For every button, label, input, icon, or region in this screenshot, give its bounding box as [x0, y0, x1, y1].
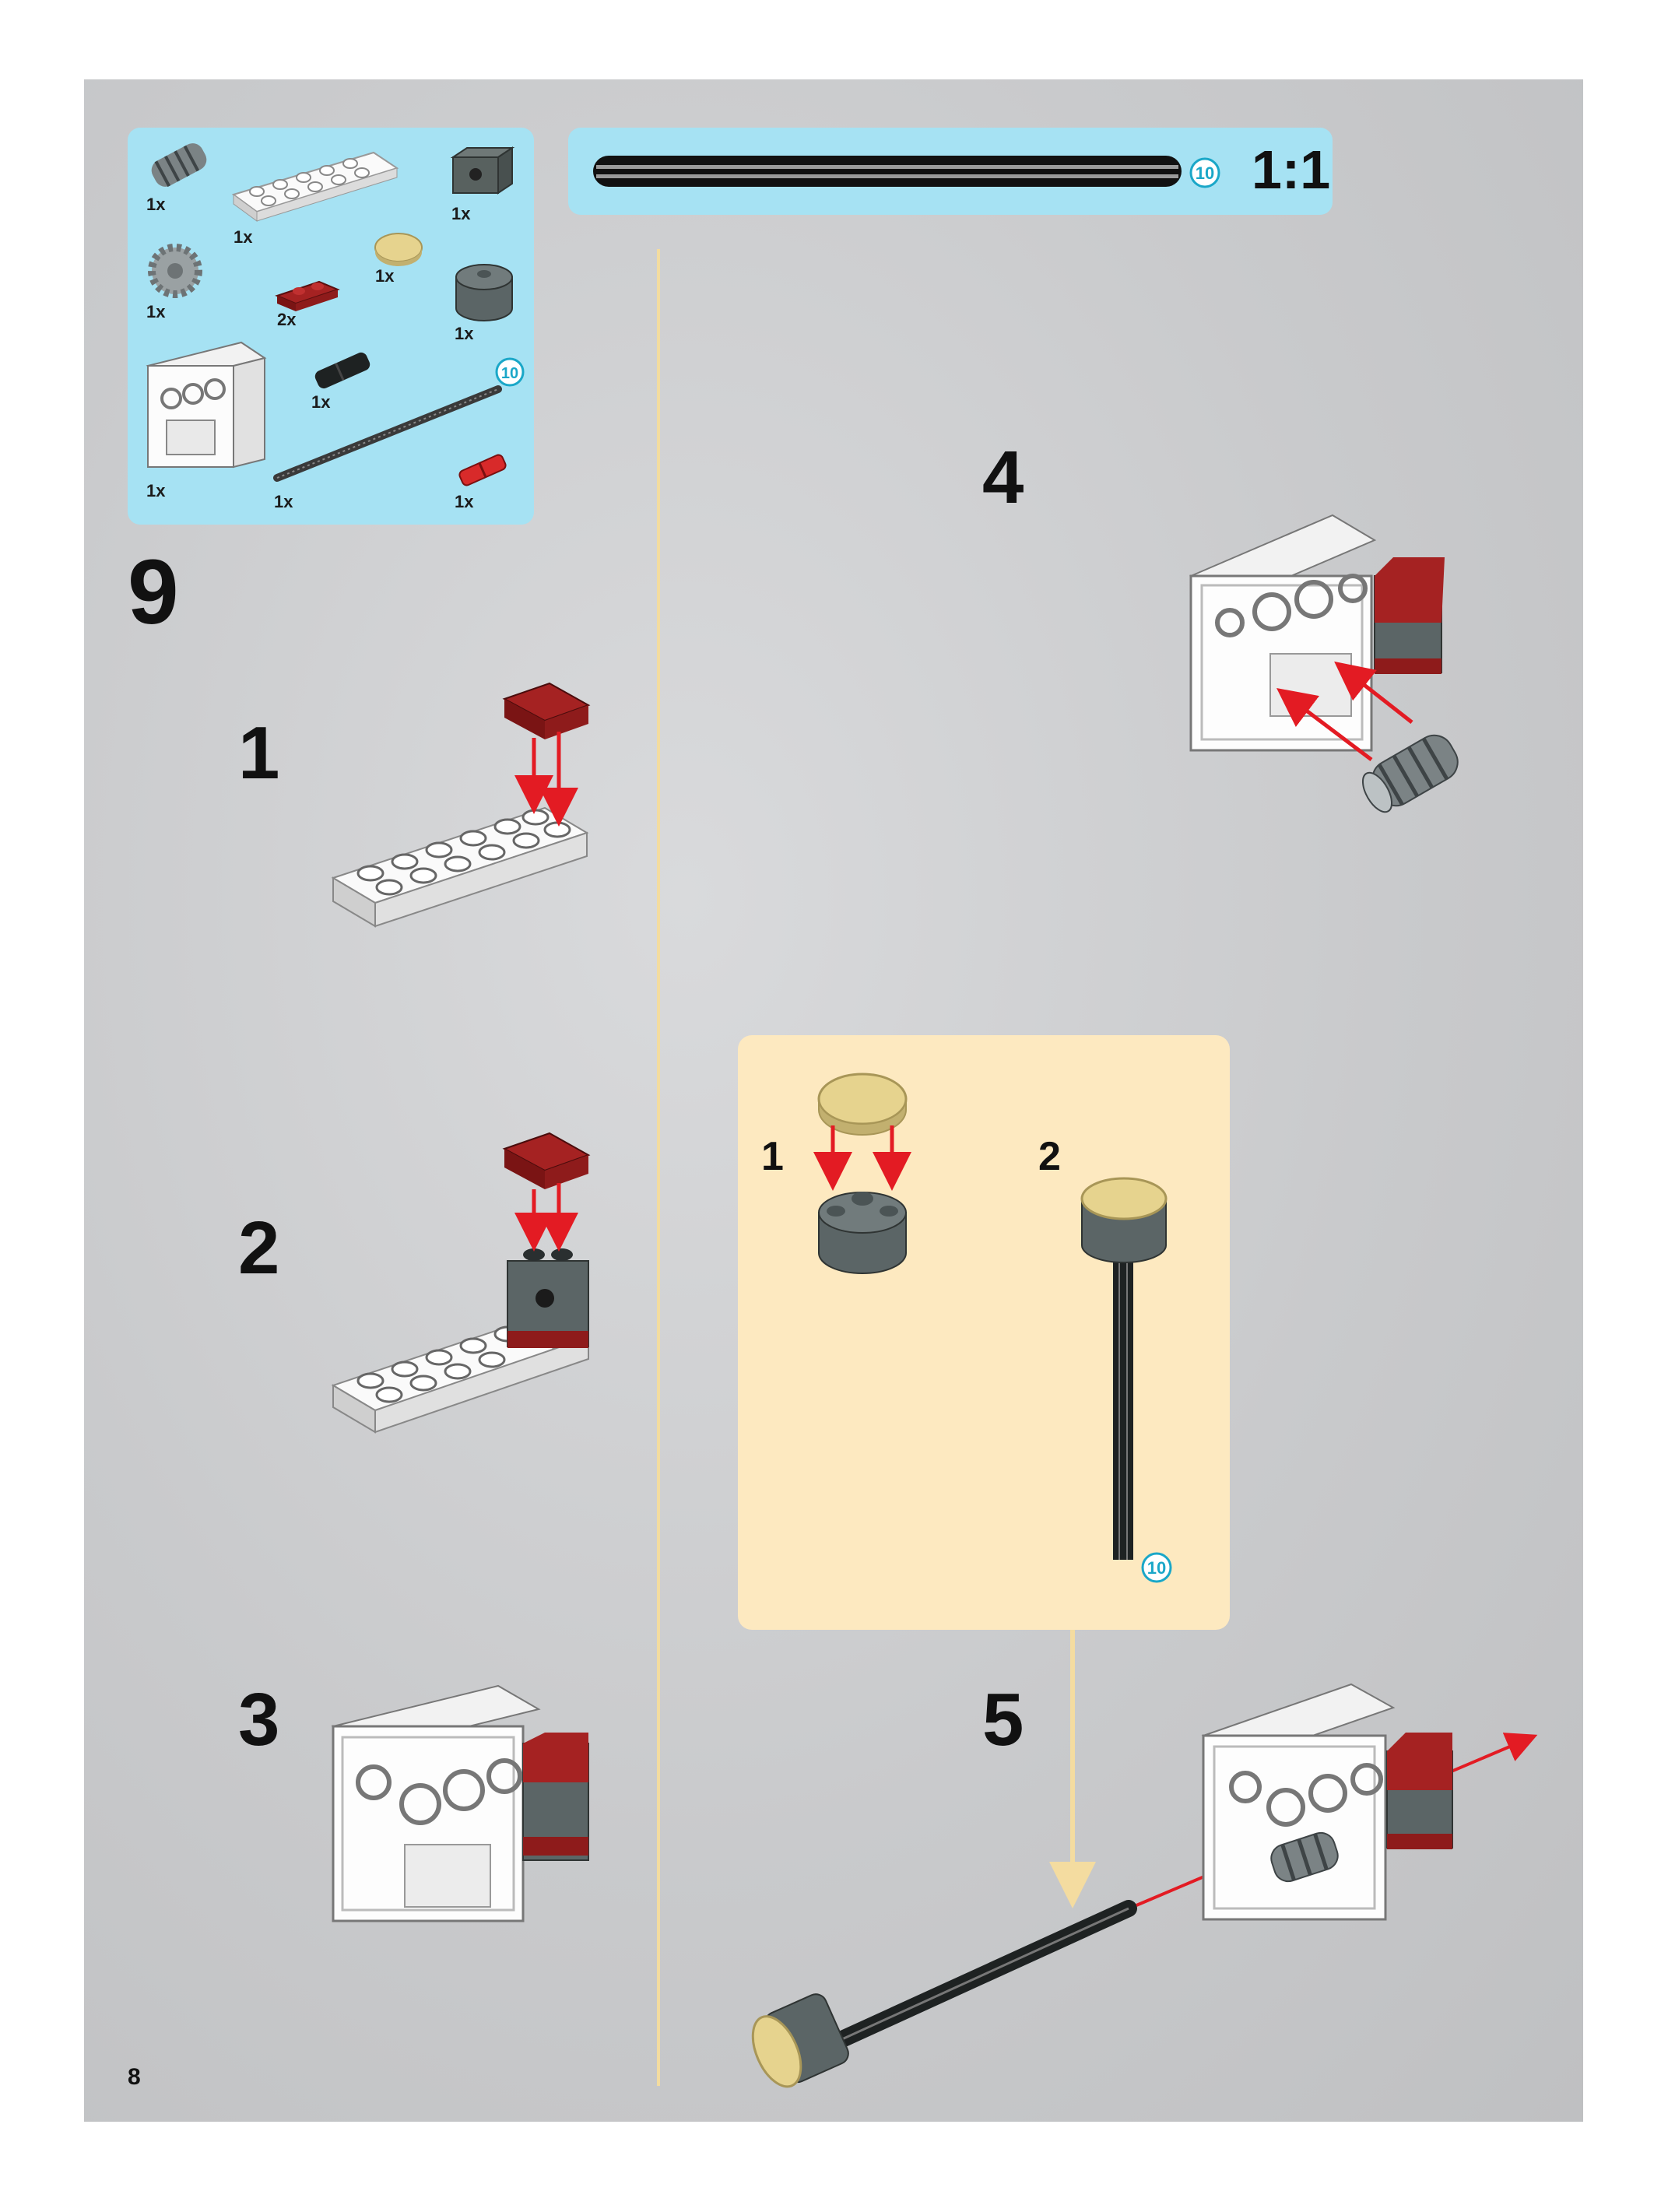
qty-tan-tile: 1x [375, 266, 395, 286]
callout-step-number-2: 2 [1038, 1134, 1061, 1179]
gearbox-frame-icon [146, 341, 267, 469]
qty-gearbox-frame: 1x [146, 481, 166, 500]
qty-technic-brick: 1x [451, 204, 471, 223]
svg-text:10: 10 [501, 365, 518, 382]
black-axle-pin-icon [314, 352, 370, 389]
qty-round-brick: 1x [455, 324, 474, 343]
axle-scale-bar [593, 156, 1182, 187]
callout-step1-illustration [813, 1073, 911, 1274]
step-number-3: 3 [238, 1678, 280, 1761]
dark-gray-round-brick-icon [455, 264, 513, 321]
gray-gear-icon [148, 244, 202, 298]
callout-step2-illustration [1080, 1177, 1168, 1560]
step-number-1: 1 [238, 711, 280, 795]
step-number-4: 4 [982, 436, 1024, 519]
callout-axle-length-badge: 10 [1141, 1552, 1172, 1583]
step2-illustration [331, 1132, 591, 1434]
step3-illustration [331, 1684, 589, 1922]
qty-white-plate: 1x [234, 227, 253, 247]
step5-illustration [751, 1683, 1538, 2088]
scale-axle-length-badge: 10 [1189, 157, 1220, 188]
step1-illustration [331, 682, 591, 928]
red-plate-1x2-icon [275, 280, 340, 311]
qty-gray-gear: 1x [146, 302, 166, 321]
worm-gear-icon [151, 143, 207, 188]
step-number-5: 5 [982, 1678, 1024, 1761]
qty-axle-10: 1x [274, 492, 293, 511]
qty-worm-gear: 1x [146, 195, 166, 214]
scale-label: 1:1 [1252, 139, 1331, 200]
qty-red-plate: 2x [277, 310, 297, 329]
sub-assembly-callout [738, 1035, 1230, 1630]
column-divider [657, 249, 660, 2086]
red-axle-pin-icon [458, 454, 507, 486]
svg-text:10: 10 [1147, 1558, 1166, 1578]
dark-gray-technic-brick-icon [450, 146, 515, 195]
axle-length-badge: 10 [495, 357, 525, 387]
tan-round-tile-icon [374, 233, 423, 266]
page-number: 8 [128, 2064, 141, 2090]
callout-step-number-1: 1 [761, 1134, 784, 1179]
axle-10-icon [273, 385, 502, 482]
qty-black-pin: 1x [311, 392, 331, 412]
step4-illustration [1189, 514, 1459, 813]
white-plate-2x6-icon [231, 151, 399, 222]
svg-text:10: 10 [1196, 163, 1214, 183]
main-step-number: 9 [128, 541, 179, 644]
step-number-2: 2 [238, 1206, 280, 1290]
qty-red-pin: 1x [455, 492, 474, 511]
